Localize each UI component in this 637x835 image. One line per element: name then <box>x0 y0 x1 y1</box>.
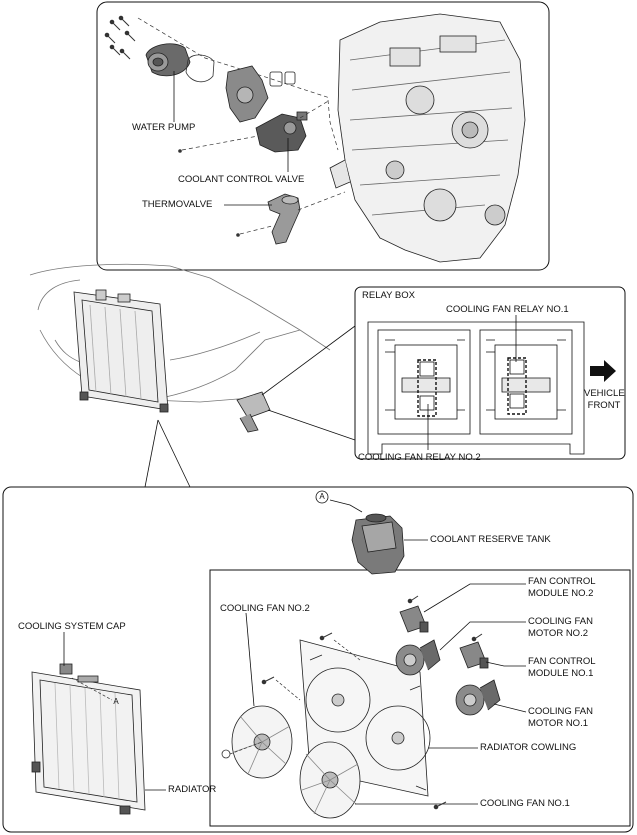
label-ref-a-tank: A <box>319 492 325 501</box>
label-coolant-control-valve: COOLANT CONTROL VALVE <box>178 174 305 185</box>
label-cooling-fan-no2: COOLING FAN NO.2 <box>220 603 310 614</box>
label-cooling-fan-motor-no2-line2: MOTOR NO.2 <box>528 628 588 639</box>
label-cooling-system-cap: COOLING SYSTEM CAP <box>18 621 126 632</box>
label-coolant-reserve-tank: COOLANT RESERVE TANK <box>430 534 551 545</box>
coolant-control-valve-housing <box>225 65 296 123</box>
vehicle-front-outline <box>29 263 331 403</box>
radiator <box>31 663 146 815</box>
label-fan-control-module-no1-line1: FAN CONTROL <box>528 656 596 667</box>
label-radiator-cowling: RADIATOR COWLING <box>480 742 577 753</box>
water-pump <box>145 43 191 77</box>
label-cooling-fan-relay-no2: COOLING FAN RELAY NO.2 <box>358 452 481 463</box>
cooling-fan-no2 <box>231 705 293 779</box>
label-fan-control-module-no1-line2: MODULE NO.1 <box>528 668 594 679</box>
fan-assembly-subpanel <box>209 569 631 827</box>
cooling-fan-motor-no1 <box>455 679 501 716</box>
cooling-fan-motor-no2 <box>395 639 441 676</box>
label-cooling-fan-motor-no1-line1: COOLING FAN <box>528 706 593 717</box>
water-pump-bolts <box>104 15 136 60</box>
installed-relay-box <box>236 391 271 433</box>
coolant-control-valve <box>255 111 308 153</box>
coolant-reserve-tank <box>351 513 405 575</box>
label-cooling-fan-relay-no1: COOLING FAN RELAY NO.1 <box>446 304 569 315</box>
thermovalve <box>267 193 301 245</box>
label-relay-box: RELAY BOX <box>362 290 415 301</box>
installed-radiator <box>73 289 169 413</box>
engine-panel <box>96 1 550 271</box>
label-cooling-fan-motor-no2-line1: COOLING FAN <box>528 616 593 627</box>
cooling-fan-no1 <box>299 741 361 819</box>
label-fan-control-module-no2-line1: FAN CONTROL <box>528 576 596 587</box>
label-fan-control-module-no2-line2: MODULE NO.2 <box>528 588 594 599</box>
label-vehicle-front-line1: VEHICLE <box>584 388 625 399</box>
relay-box-detail <box>367 321 585 455</box>
label-radiator: RADIATOR <box>168 784 217 795</box>
ref-circle-a-tank <box>315 490 329 504</box>
label-water-pump: WATER PUMP <box>132 122 196 133</box>
label-ref-a-radiator: A <box>113 697 119 706</box>
fan-control-module-no2 <box>399 605 429 633</box>
label-thermovalve: THERMOVALVE <box>142 199 213 210</box>
label-cooling-fan-no1: COOLING FAN NO.1 <box>480 798 570 809</box>
water-pump-gasket <box>185 54 215 83</box>
engine-block <box>329 13 526 263</box>
cowling-bolts <box>261 595 483 810</box>
vehicle-front-arrow <box>590 360 616 382</box>
label-vehicle-front-line2: FRONT <box>587 400 621 411</box>
label-cooling-fan-motor-no1-line2: MOTOR NO.1 <box>528 718 588 729</box>
